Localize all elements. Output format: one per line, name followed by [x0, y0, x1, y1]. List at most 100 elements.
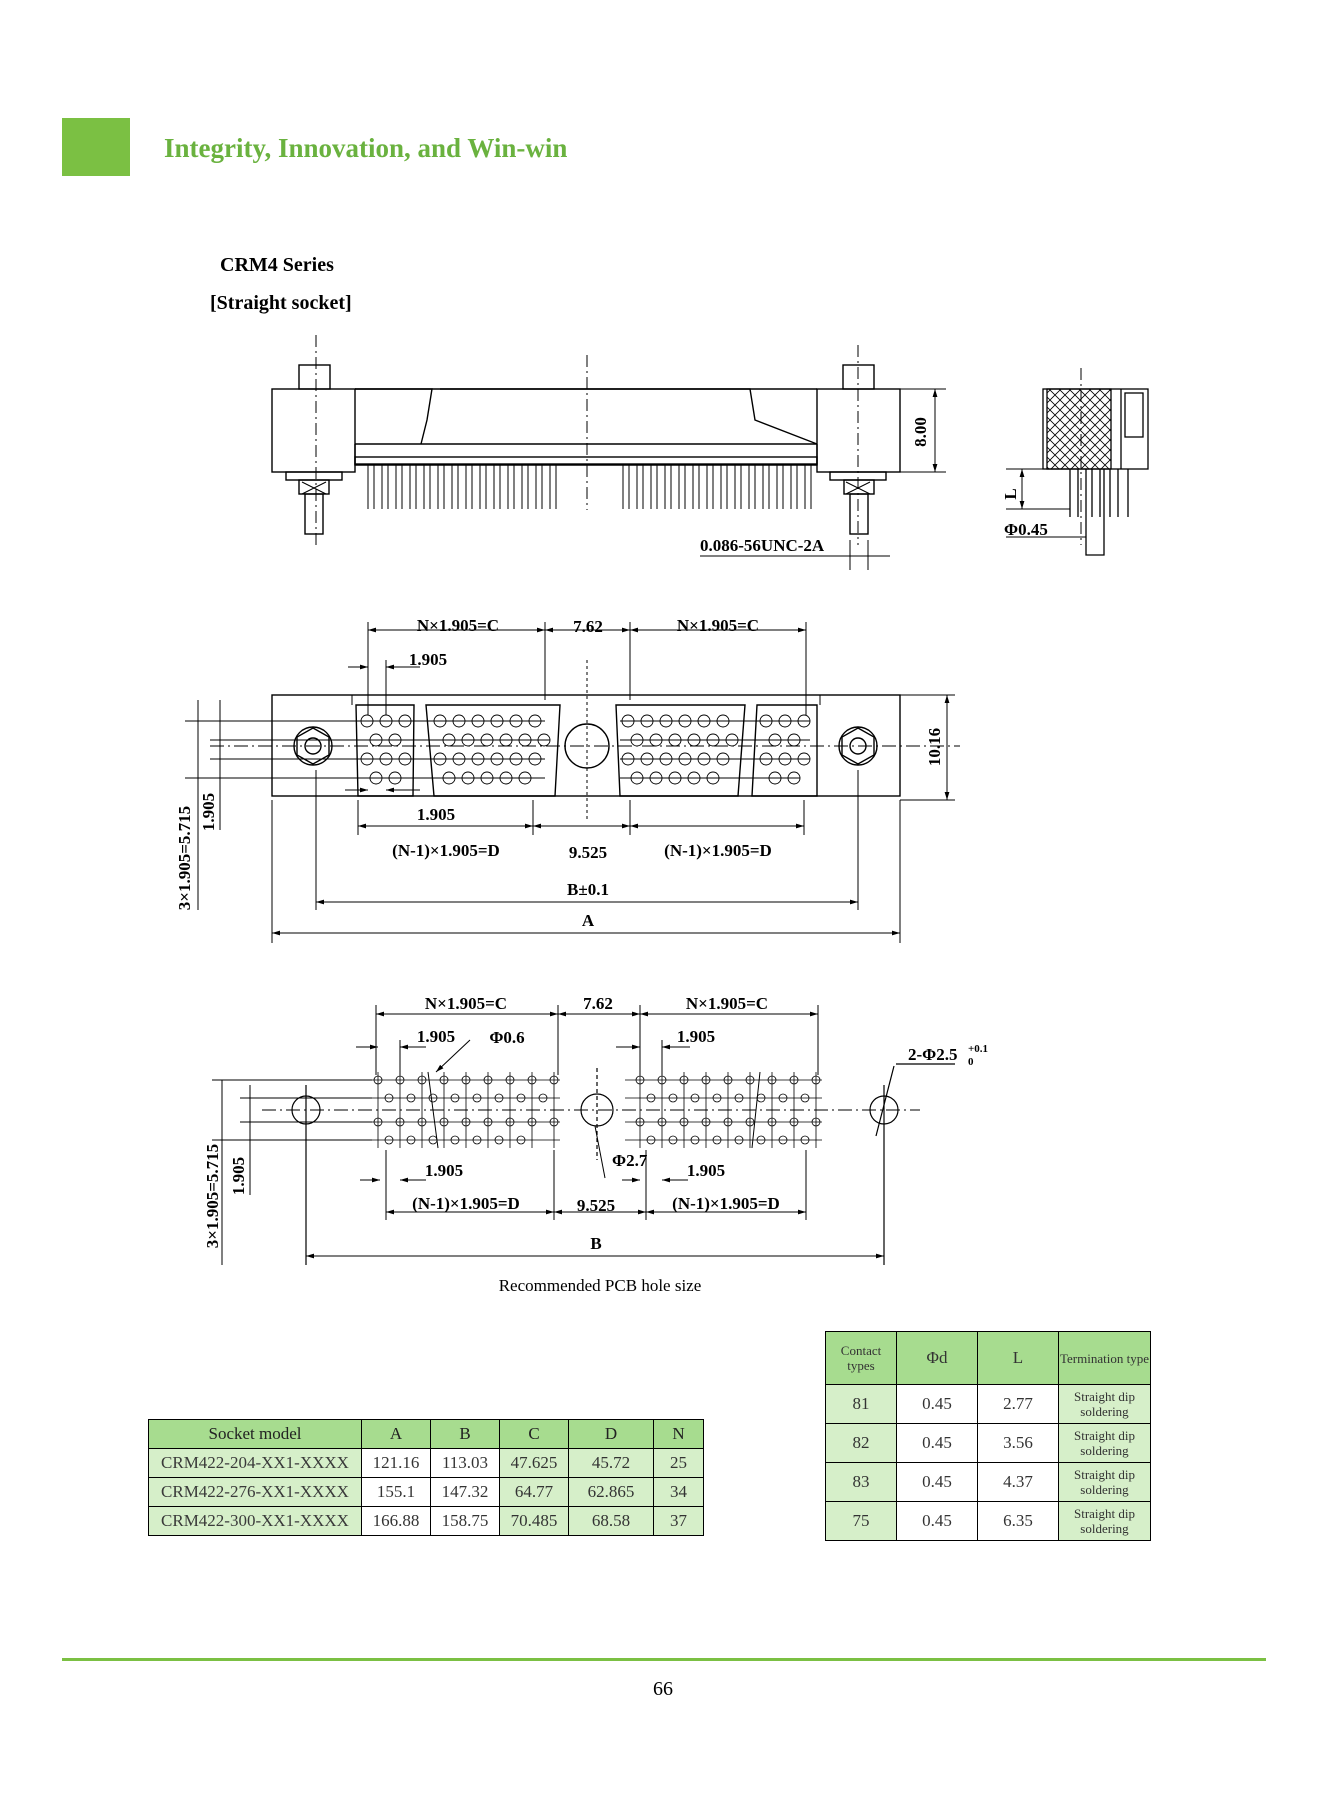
socket-cell: 113.03 — [430, 1448, 500, 1478]
contact-table-header: Contact types Φd L Termination type — [825, 1331, 1151, 1385]
pcb-pitch-d-right: (N-1)×1.905=D — [672, 1194, 780, 1213]
mid-pitch: 1.905 — [409, 650, 447, 669]
contact-cell: Straight dip soldering — [1058, 1462, 1151, 1502]
pcb-pitch-right: 1.905 — [677, 1027, 715, 1046]
socket-cell: 158.75 — [430, 1506, 500, 1536]
table-row: 81 0.45 2.77 Straight dip soldering — [825, 1384, 1151, 1424]
pcb-caption: Recommended PCB hole size — [498, 1276, 702, 1295]
socket-model-cell: CRM422-300-XX1-XXXX — [148, 1506, 362, 1536]
socket-header-cell: N — [653, 1419, 704, 1449]
top-view — [210, 660, 960, 820]
pcb-holes — [372, 1071, 822, 1149]
pcb-hole-dia: Φ0.6 — [489, 1028, 524, 1047]
table-row: 83 0.45 4.37 Straight dip soldering — [825, 1462, 1151, 1502]
socket-header-cell: B — [430, 1419, 500, 1449]
contact-cell: Straight dip soldering — [1058, 1423, 1151, 1463]
mid-rows: 3×1.905=5.715 — [175, 806, 194, 910]
pcb-row-pitch: 1.905 — [229, 1157, 248, 1195]
front-view — [271, 335, 946, 570]
pcb-rows: 3×1.905=5.715 — [203, 1144, 222, 1248]
contact-cell: 0.45 — [896, 1462, 978, 1502]
mid-pitch-bottom: 1.905 — [417, 805, 455, 824]
contact-cell: Straight dip soldering — [1058, 1501, 1151, 1541]
pcb-pitch-c-left: N×1.905=C — [425, 994, 507, 1013]
pcb-gap: 7.62 — [583, 994, 613, 1013]
series-title: CRM4 Series — [220, 254, 334, 276]
socket-cell: 47.625 — [499, 1448, 569, 1478]
pcb-pitch-d-left: (N-1)×1.905=D — [412, 1194, 520, 1213]
table-row: 75 0.45 6.35 Straight dip soldering — [825, 1501, 1151, 1541]
side-view — [1006, 368, 1149, 556]
tagline: Integrity, Innovation, and Win-win — [164, 133, 568, 163]
thread-spec: 0.086-56UNC-2A — [700, 536, 825, 555]
socket-cell: 70.485 — [499, 1506, 569, 1536]
dim-pin-dia: Φ0.45 — [1004, 520, 1048, 539]
pcb-center-hole: Φ2.7 — [612, 1151, 648, 1170]
pcb-pitch-c-right: N×1.905=C — [686, 994, 768, 1013]
contact-grid-mid — [360, 714, 811, 785]
socket-cell: 45.72 — [568, 1448, 654, 1478]
mid-height: 10.16 — [925, 728, 944, 766]
table-row: 82 0.45 3.56 Straight dip soldering — [825, 1423, 1151, 1463]
contact-table: Contact types Φd L Termination type 81 0… — [825, 1331, 1151, 1541]
technical-drawing: 8.00 0.086-56UNC-2A L Φ0.45 — [175, 335, 1149, 1265]
front-pins-left — [367, 465, 557, 509]
mid-dimensions — [185, 622, 955, 943]
socket-model-cell: CRM422-276-XX1-XXXX — [148, 1477, 362, 1507]
contact-cell: 75 — [825, 1501, 897, 1541]
socket-header-cell: A — [361, 1419, 431, 1449]
contact-header-cell: L — [977, 1331, 1059, 1385]
contact-cell: 4.37 — [977, 1462, 1059, 1502]
table-row: CRM422-204-XX1-XXXX 121.16 113.03 47.625… — [148, 1448, 704, 1478]
pcb-pitch-left: 1.905 — [417, 1027, 455, 1046]
footer-divider — [62, 1658, 1266, 1661]
socket-cell: 25 — [653, 1448, 704, 1478]
pcb-mount-hole: 2-Φ2.5 — [908, 1045, 958, 1064]
table-row: CRM422-300-XX1-XXXX 166.88 158.75 70.485… — [148, 1506, 704, 1536]
socket-cell: 155.1 — [361, 1477, 431, 1507]
contact-cell: 0.45 — [896, 1384, 978, 1424]
contact-cell: 81 — [825, 1384, 897, 1424]
front-pins-right — [622, 465, 812, 509]
pcb-dim-b: B — [590, 1234, 601, 1253]
socket-cell: 147.32 — [430, 1477, 500, 1507]
socket-table: Socket model A B C D N CRM422-204-XX1-XX… — [148, 1419, 704, 1536]
contact-header-cell: Φd — [896, 1331, 978, 1385]
table-row: CRM422-276-XX1-XXXX 155.1 147.32 64.77 6… — [148, 1477, 704, 1507]
socket-cell: 62.865 — [568, 1477, 654, 1507]
mid-dim-a: A — [582, 911, 595, 930]
header-accent-block — [62, 118, 130, 176]
contact-cell: 82 — [825, 1423, 897, 1463]
socket-cell: 166.88 — [361, 1506, 431, 1536]
pcb-pitch-bottom-left: 1.905 — [425, 1161, 463, 1180]
dim-height-8: 8.00 — [911, 417, 930, 447]
mid-pitch-d-right: (N-1)×1.905=D — [664, 841, 772, 860]
series-subtitle: [Straight socket] — [210, 292, 352, 314]
mid-pitch-c-left: N×1.905=C — [417, 616, 499, 635]
mid-gap: 7.62 — [573, 617, 603, 636]
socket-header-cell: C — [499, 1419, 569, 1449]
dim-pin-length: L — [1001, 488, 1020, 499]
contact-header-cell: Contact types — [825, 1331, 897, 1385]
pcb-mount-tol-upper: +0.1 — [968, 1043, 988, 1055]
contact-cell: 6.35 — [977, 1501, 1059, 1541]
mid-gap2: 9.525 — [569, 843, 607, 862]
socket-cell: 68.58 — [568, 1506, 654, 1536]
socket-cell: 64.77 — [499, 1477, 569, 1507]
pcb-gap2: 9.525 — [577, 1196, 615, 1215]
socket-cell: 121.16 — [361, 1448, 431, 1478]
contact-header-cell: Termination type — [1058, 1331, 1151, 1385]
contact-cell: 0.45 — [896, 1423, 978, 1463]
socket-header-cell: Socket model — [148, 1419, 362, 1449]
mid-dim-b: B±0.1 — [567, 880, 609, 899]
socket-cell: 37 — [653, 1506, 704, 1536]
mid-pitch-d-left: (N-1)×1.905=D — [392, 841, 500, 860]
pcb-dimensions — [212, 1005, 884, 1265]
contact-cell: 0.45 — [896, 1501, 978, 1541]
contact-cell: 2.77 — [977, 1384, 1059, 1424]
socket-cell: 34 — [653, 1477, 704, 1507]
pcb-pitch-bottom-right: 1.905 — [687, 1161, 725, 1180]
socket-table-header: Socket model A B C D N — [148, 1419, 704, 1449]
contact-cell: Straight dip soldering — [1058, 1384, 1151, 1424]
pcb-view — [262, 1063, 955, 1265]
